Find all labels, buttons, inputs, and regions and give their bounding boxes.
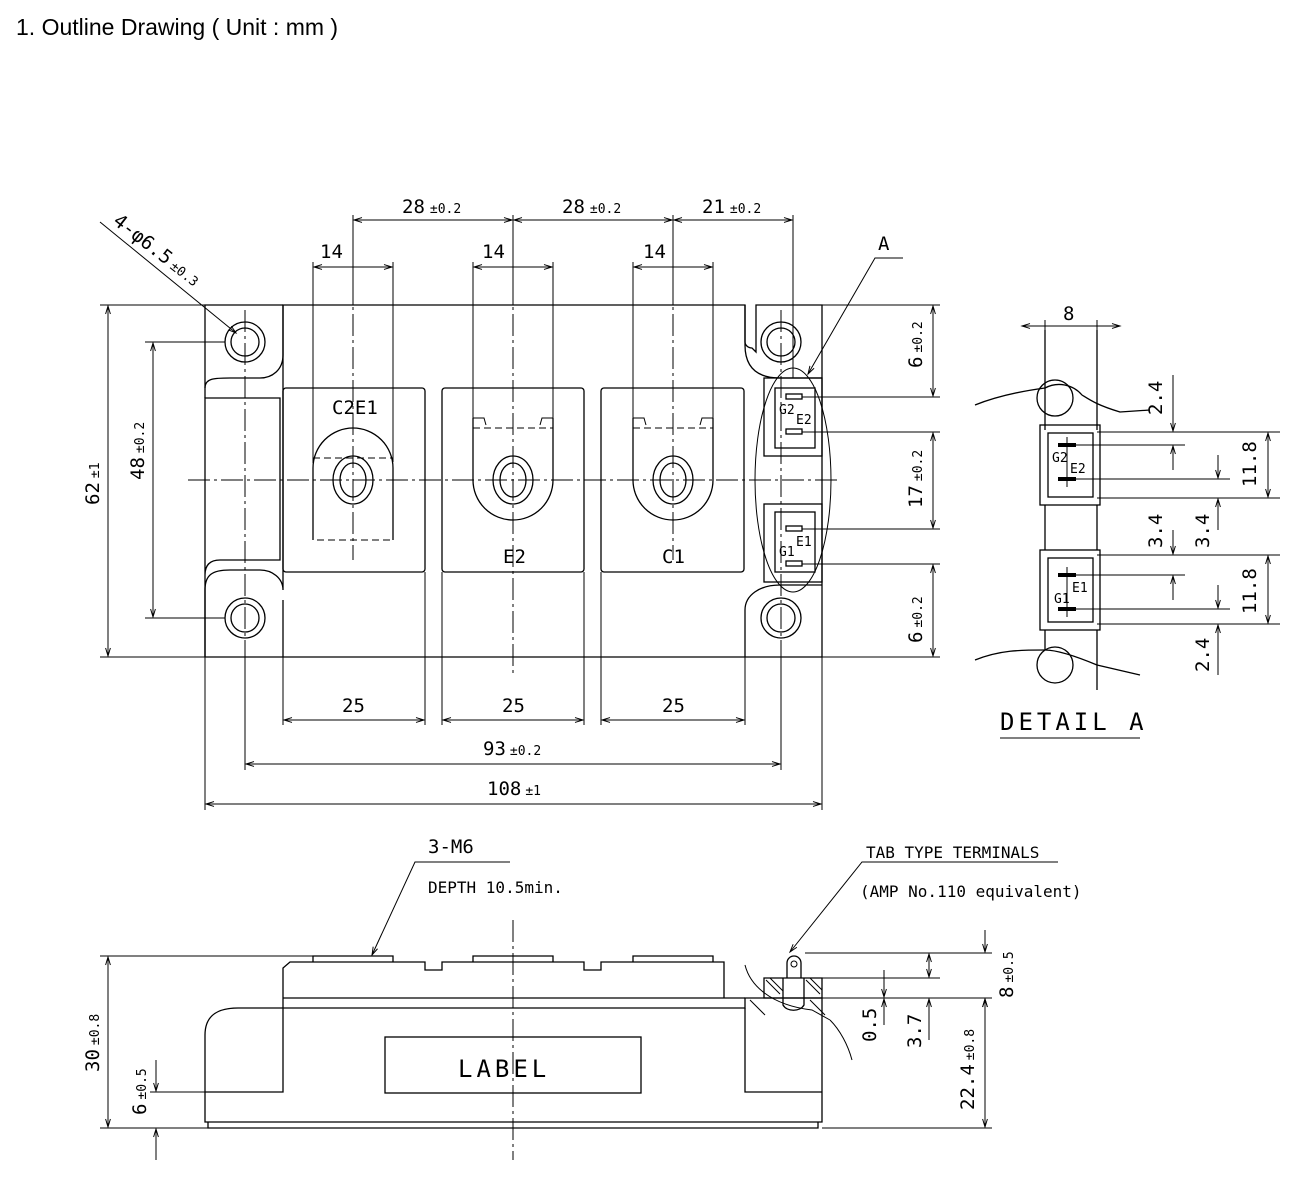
side-dim-3-7: 3.7	[904, 1014, 926, 1048]
dim-hole-diameter: 4-φ6.5±0.3	[109, 210, 204, 291]
dim-w25-b: 25	[502, 695, 525, 717]
dim-pitch-3: 21±0.2	[702, 196, 761, 218]
dim-6-top: 6±0.2	[905, 321, 927, 368]
dim-pitch-2: 28±0.2	[562, 196, 621, 218]
detail-label-g2: G2	[1052, 451, 1068, 466]
aux-terminal-bottom	[763, 503, 823, 583]
dim-width: 108±1	[487, 778, 541, 800]
label-g2: G2	[779, 403, 795, 418]
detail-dim-3-4-b: 3.4	[1192, 514, 1214, 548]
side-dim-22-4: 22.4±0.8	[957, 1029, 979, 1110]
detail-dim-3-4-a: 3.4	[1145, 514, 1167, 548]
side-view: LABEL 3-M6 DEPTH 10.5min. TAB TYPE TERMI…	[82, 836, 1082, 1160]
dim-w25-c: 25	[662, 695, 685, 717]
detail-dim-8: 8	[1063, 303, 1074, 325]
dim-17: 17±0.2	[905, 450, 927, 508]
callout-3-m6: 3-M6	[428, 836, 474, 858]
detail-a-marker: A	[878, 233, 890, 255]
label-c1: C1	[662, 546, 685, 568]
dim-hole-pitch-h: 93±0.2	[483, 738, 541, 760]
detail-dim-11-8-bottom: 11.8	[1239, 568, 1261, 614]
dim-pitch-1: 28±0.2	[402, 196, 461, 218]
label-e2: E2	[503, 546, 526, 568]
side-dim-30: 30±0.8	[82, 1014, 104, 1072]
dim-w14-b: 14	[482, 241, 505, 263]
detail-dim-11-8-top: 11.8	[1239, 441, 1261, 487]
detail-a-title: DETAIL A	[1000, 708, 1148, 736]
label-e1: E1	[796, 535, 812, 550]
dim-w14-a: 14	[320, 241, 343, 263]
callout-amp: (AMP No.110 equivalent)	[860, 882, 1082, 901]
callout-depth: DEPTH 10.5min.	[428, 878, 563, 897]
top-view: C2E1 E2 C1 G2 E2 E1 G1 28±0.2 28±0.2 21±…	[82, 196, 940, 810]
detail-label-e2: E2	[1070, 462, 1086, 477]
side-dim-8: 8±0.5	[996, 951, 1018, 998]
label-e2-aux: E2	[796, 413, 812, 428]
detail-a-view: G2 E2 E1 G1 8 2.4 11.8 3.4 3.4 11.8 2.4 …	[974, 303, 1280, 739]
dim-height: 62±1	[82, 462, 104, 505]
dim-w14-c: 14	[643, 241, 666, 263]
dim-hole-pitch-v: 48±0.2	[127, 422, 149, 480]
side-dim-6: 6±0.5	[129, 1068, 151, 1115]
detail-label-g1: G1	[1054, 592, 1070, 607]
drawing-title: 1. Outline Drawing ( Unit : mm )	[16, 14, 339, 40]
detail-dim-2-4-bottom: 2.4	[1192, 638, 1214, 672]
label-c2e1: C2E1	[332, 397, 378, 419]
dim-w25-a: 25	[342, 695, 365, 717]
mount-hole-br-icon	[760, 597, 802, 639]
side-dim-0-5: 0.5	[859, 1008, 881, 1042]
callout-tab-type: TAB TYPE TERMINALS	[866, 843, 1039, 862]
label-plate-text: LABEL	[458, 1055, 550, 1083]
detail-dim-2-4-top: 2.4	[1145, 381, 1167, 415]
dim-6-bottom: 6±0.2	[905, 596, 927, 643]
detail-label-e1: E1	[1072, 581, 1088, 596]
label-g1: G1	[779, 545, 795, 560]
